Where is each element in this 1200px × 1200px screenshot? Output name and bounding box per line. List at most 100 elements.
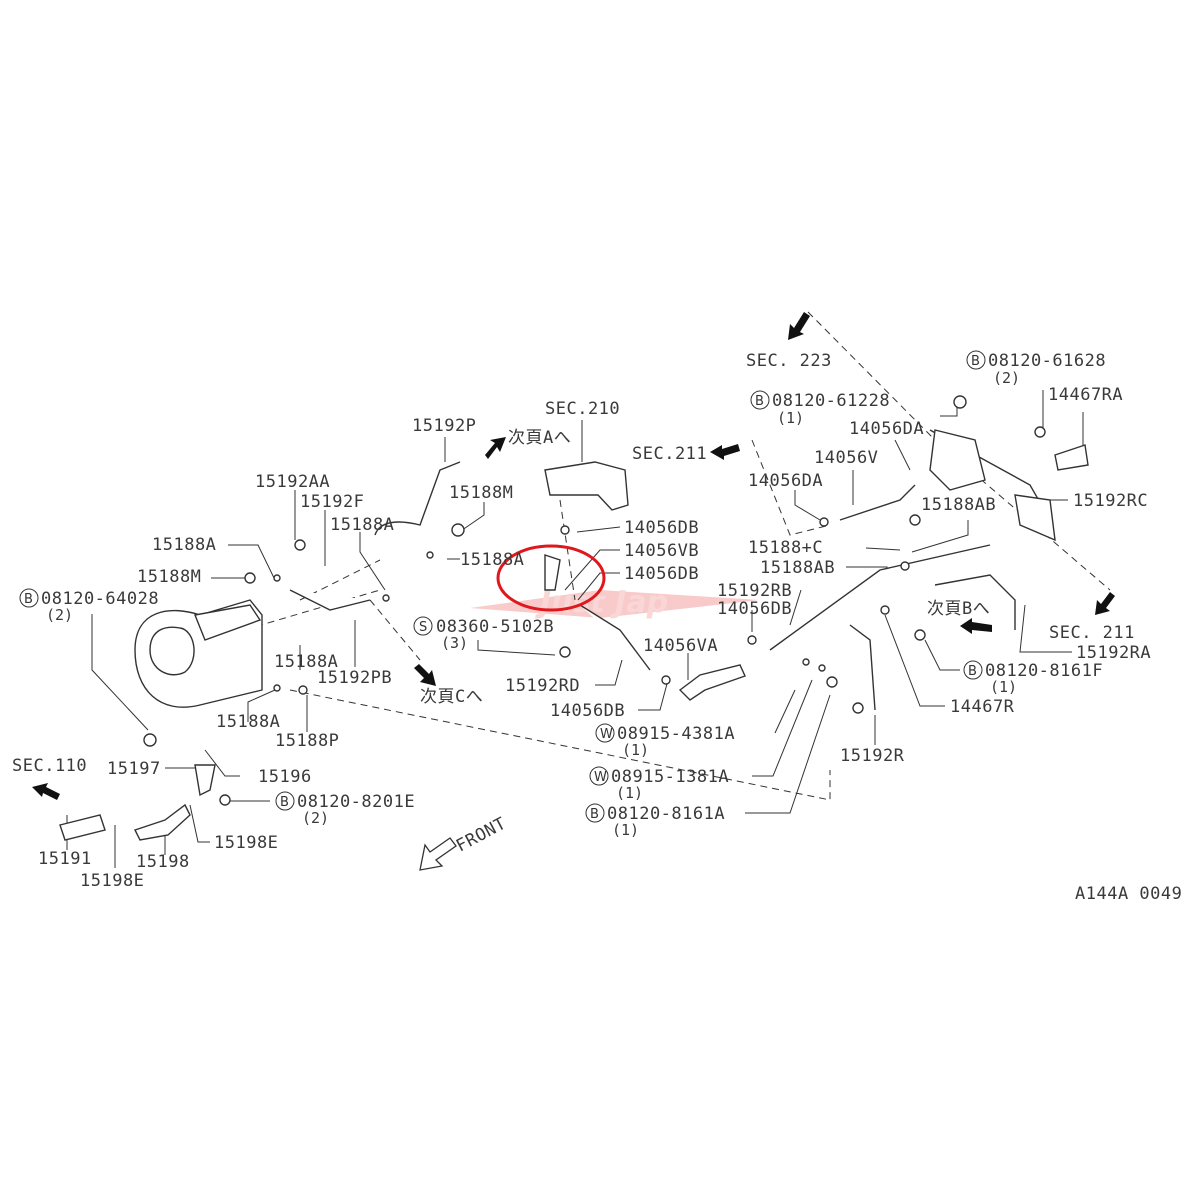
part-14467R[interactable]: 14467R [950,697,1015,717]
part-number: 08120-61228 [772,391,890,411]
part-14056DB[interactable]: 14056DB [624,518,699,538]
part-number: 08120-64028 [41,589,159,609]
part-14056DB[interactable]: 14056DB [550,701,625,721]
part-14056VA[interactable]: 14056VA [643,636,718,656]
bolt-prefix: B [755,394,764,409]
part-15196[interactable]: 15196 [258,767,312,787]
part-15192F[interactable]: 15192F [300,492,364,512]
part-14056DA[interactable]: 14056DA [849,419,924,439]
arrow-to-sec211 [710,444,740,460]
part-15188-plus-C[interactable]: 15188+C [748,538,823,558]
part-15188M[interactable]: 15188M [449,483,513,503]
stud-prefix: S [419,620,427,635]
bolt-prefix: B [24,592,33,607]
turbocharger [134,599,263,708]
bolt-08120-8201E[interactable]: B 08120-8201E(2) [275,791,415,827]
quantity: (1) [777,409,804,427]
part-15192RB[interactable]: 15192RB [717,581,792,601]
part-15192RA[interactable]: 15192RA [1076,643,1151,663]
part-15192AA[interactable]: 15192AA [255,472,330,492]
quantity: (1) [612,821,639,839]
hoses [59,554,746,841]
bolts [143,395,1046,806]
quantity: (1) [622,741,649,759]
section-ref-110[interactable]: SEC.110 [12,756,87,776]
part-15191[interactable]: 15191 [38,849,92,869]
arrow-to-sec110 [32,783,60,800]
quantity: (1) [990,678,1017,696]
part-15188A[interactable]: 15188A [152,535,216,555]
part-15188A[interactable]: 15188A [274,652,338,672]
part-15188A[interactable]: 15188A [216,712,280,732]
part-15192RD[interactable]: 15192RD [505,676,580,696]
washer-08915-1381A[interactable]: W 08915-1381A(1) [589,766,729,802]
part-15192PB[interactable]: 15192PB [317,668,392,688]
next-page-a-ref[interactable]: 次頁Aへ [508,428,571,448]
part-15192P[interactable]: 15192P [412,416,476,436]
section-ref-210[interactable]: SEC.210 [545,399,620,419]
part-15192R[interactable]: 15192R [840,746,905,766]
arrow-to-sec223 [788,312,810,340]
part-15198[interactable]: 15198 [136,852,190,872]
section-ref-211-bottom[interactable]: SEC. 211 [1049,623,1135,643]
part-15198E[interactable]: 15198E [214,833,278,853]
bolt-prefix: B [590,807,599,822]
quantity: (3) [441,634,468,652]
bolt-08120-8161F[interactable]: B 08120-8161F(1) [963,660,1103,696]
washer-prefix: W [600,727,613,742]
heat-shield-bracket [929,429,1089,542]
bolt-prefix: B [280,795,289,810]
part-15188P[interactable]: 15188P [275,731,339,751]
part-15188M[interactable]: 15188M [137,567,201,587]
part-15192RC[interactable]: 15192RC [1073,491,1148,511]
part-14467RA[interactable]: 14467RA [1048,385,1123,405]
part-15197[interactable]: 15197 [107,759,161,779]
part-14056V[interactable]: 14056V [814,448,878,468]
part-14056VB[interactable]: 14056VB [624,541,699,561]
quantity: (2) [302,809,329,827]
washer-prefix: W [594,770,607,785]
part-number: 08120-8201E [297,792,415,812]
arrow-to-next-a [485,437,506,459]
arrow-to-next-b [960,618,992,634]
next-page-b-ref[interactable]: 次頁Bへ [927,599,990,619]
highlight-circle [496,544,606,612]
quantity: (2) [46,606,73,624]
bolt-prefix: B [971,354,980,369]
bolt-08120-8161A[interactable]: B 08120-8161A(1) [585,803,725,839]
washers [273,517,910,695]
front-arrow-icon [419,837,457,871]
part-number: 08915-4381A [617,724,735,744]
direction-arrows [32,312,1115,871]
part-15188A[interactable]: 15188A [460,550,524,570]
part-15188A[interactable]: 15188A [330,515,394,535]
part-number: 08120-8161A [607,804,725,824]
part-15188AB[interactable]: 15188AB [760,558,835,578]
next-page-c-ref[interactable]: 次頁Cへ [420,687,483,707]
part-14056DB[interactable]: 14056DB [624,564,699,584]
part-number: 08120-61628 [988,351,1106,371]
front-indicator-label: FRONT [453,814,510,857]
bolt-08120-61228[interactable]: B 08120-61228(1) [750,390,890,427]
part-number: 08915-1381A [611,767,729,787]
washer-08915-4381A[interactable]: W 08915-4381A(1) [595,723,735,759]
part-14056DB[interactable]: 14056DB [717,599,792,619]
part-15188AB[interactable]: 15188AB [921,495,996,515]
bolt-prefix: B [968,664,977,679]
bolt-08120-61628[interactable]: B 08120-61628(2) [966,350,1106,387]
stud-08360-5102B[interactable]: S 08360-5102B(3) [413,616,554,652]
arrow-to-next-c [414,664,436,686]
section-ref-223[interactable]: SEC. 223 [746,351,832,371]
section-ref-211[interactable]: SEC.211 [632,444,707,464]
part-number: 08120-8161F [985,661,1103,681]
part-number: 08360-5102B [436,617,554,637]
diagram-code: A144A 0049 [1075,884,1182,904]
bolt-08120-64028[interactable]: B 08120-64028(2) [19,588,159,624]
part-14056DA[interactable]: 14056DA [748,471,823,491]
quantity: (1) [616,784,643,802]
part-15198E[interactable]: 15198E [80,871,144,891]
quantity: (2) [993,369,1020,387]
